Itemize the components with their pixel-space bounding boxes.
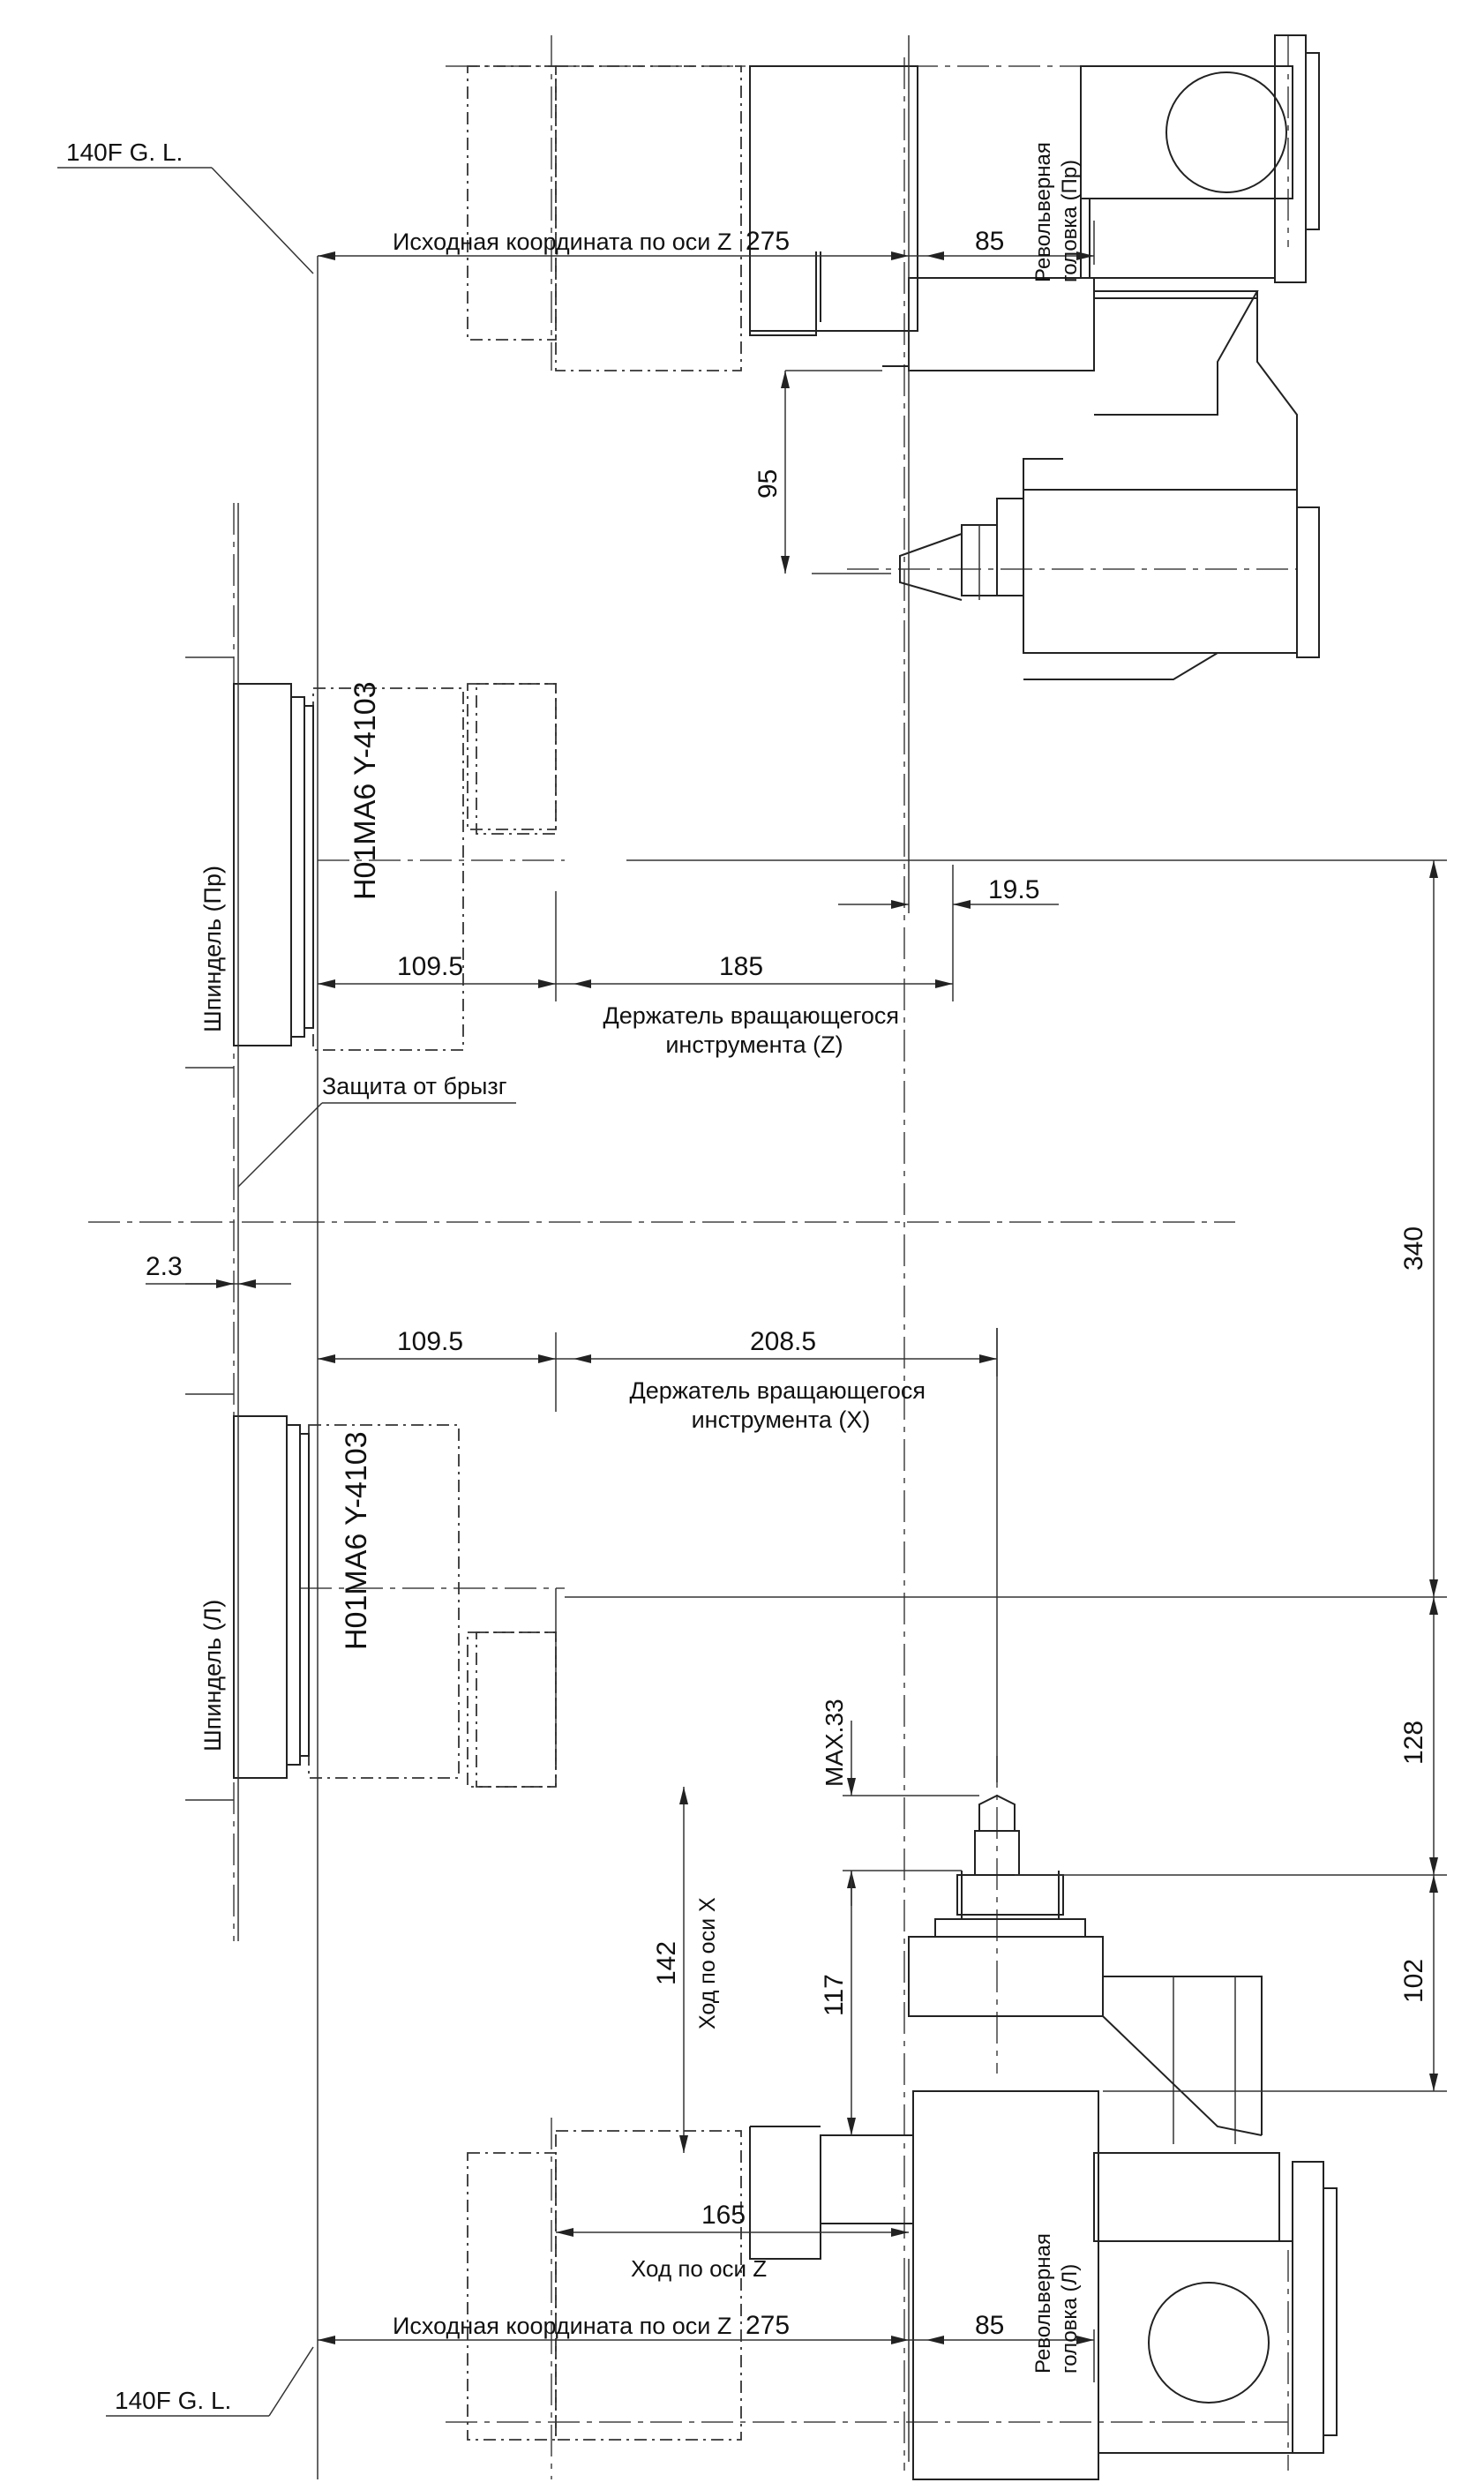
turret-right-line2: головка (Пр) <box>1058 160 1082 282</box>
leader-lines <box>57 167 516 2417</box>
part-code-bottom: H01MA6 Y-4103 <box>340 1431 373 1650</box>
turret-right-assembly <box>749 34 1320 680</box>
dim-165: 165 <box>701 2201 746 2230</box>
z-origin-label-bottom: Исходная координата по оси Z <box>393 2313 731 2339</box>
dim-117: 117 <box>820 1974 849 2016</box>
holder-z-line1: Держатель вращающегося <box>603 1002 899 1029</box>
splash-guard-label: Защита от брызг <box>322 1073 507 1099</box>
holder-x-line2: инструмента (X) <box>692 1406 871 1433</box>
dim-340: 340 <box>1399 1226 1428 1271</box>
dim-19-5: 19.5 <box>988 875 1039 904</box>
z-origin-label-top: Исходная координата по оси Z <box>393 229 731 255</box>
dim-max33: MAX.33 <box>821 1699 848 1787</box>
x-travel-label: Ход по оси X <box>695 1897 720 2029</box>
turret-left-assembly <box>749 1794 1338 2480</box>
part-code-top: H01MA6 Y-4103 <box>349 681 382 900</box>
spindle-left <box>185 503 310 1941</box>
gl-label-bottom: 140F G. L. <box>115 2387 231 2414</box>
centerlines <box>88 35 1297 2479</box>
dim-109-5-top: 109.5 <box>397 952 463 981</box>
dim-142: 142 <box>652 1941 681 1985</box>
holder-z-line2: инструмента (Z) <box>665 1031 843 1058</box>
turret-left-line2: головка (Л) <box>1058 2264 1082 2374</box>
dim-85-top: 85 <box>975 227 1004 256</box>
dim-275-bottom: 275 <box>746 2311 790 2340</box>
spindle-right-label: Шпиндель (Пр) <box>199 866 226 1032</box>
dim-2-3: 2.3 <box>146 1252 183 1281</box>
dim-102: 102 <box>1399 1959 1428 2003</box>
tool-envelope-lower <box>308 1424 742 2441</box>
dim-95: 95 <box>753 469 783 499</box>
tool-envelope-upper <box>312 65 742 1051</box>
turret-left-label: Револьверная головка (Л) <box>1031 2227 1082 2374</box>
dim-85-bottom: 85 <box>975 2311 1004 2340</box>
z-travel-label: Ход по оси Z <box>631 2255 767 2282</box>
spindle-right <box>185 656 314 1069</box>
dim-128: 128 <box>1399 1721 1428 1765</box>
dim-185: 185 <box>719 952 763 981</box>
holder-x-line1: Держатель вращающегося <box>630 1377 926 1404</box>
dim-109-5-bottom: 109.5 <box>397 1327 463 1356</box>
text-labels: 140F G. L. Исходная координата по оси Z … <box>66 136 1428 2414</box>
spindle-left-label: Шпиндель (Л) <box>199 1600 226 1751</box>
turret-right-label: Револьверная головка (Пр) <box>1031 136 1082 282</box>
dim-275-top: 275 <box>746 227 790 256</box>
gl-label-top: 140F G. L. <box>66 139 183 166</box>
turret-right-line1: Револьверная <box>1031 142 1055 282</box>
dim-208-5: 208.5 <box>750 1327 816 1356</box>
holder-x-label: Держатель вращающегося инструмента (X) <box>630 1377 933 1433</box>
turret-left-line1: Револьверная <box>1031 2233 1055 2374</box>
reference-lines <box>317 35 1447 2479</box>
dimension-lines <box>146 251 1438 2344</box>
holder-z-label: Держатель вращающегося инструмента (Z) <box>603 1002 906 1058</box>
